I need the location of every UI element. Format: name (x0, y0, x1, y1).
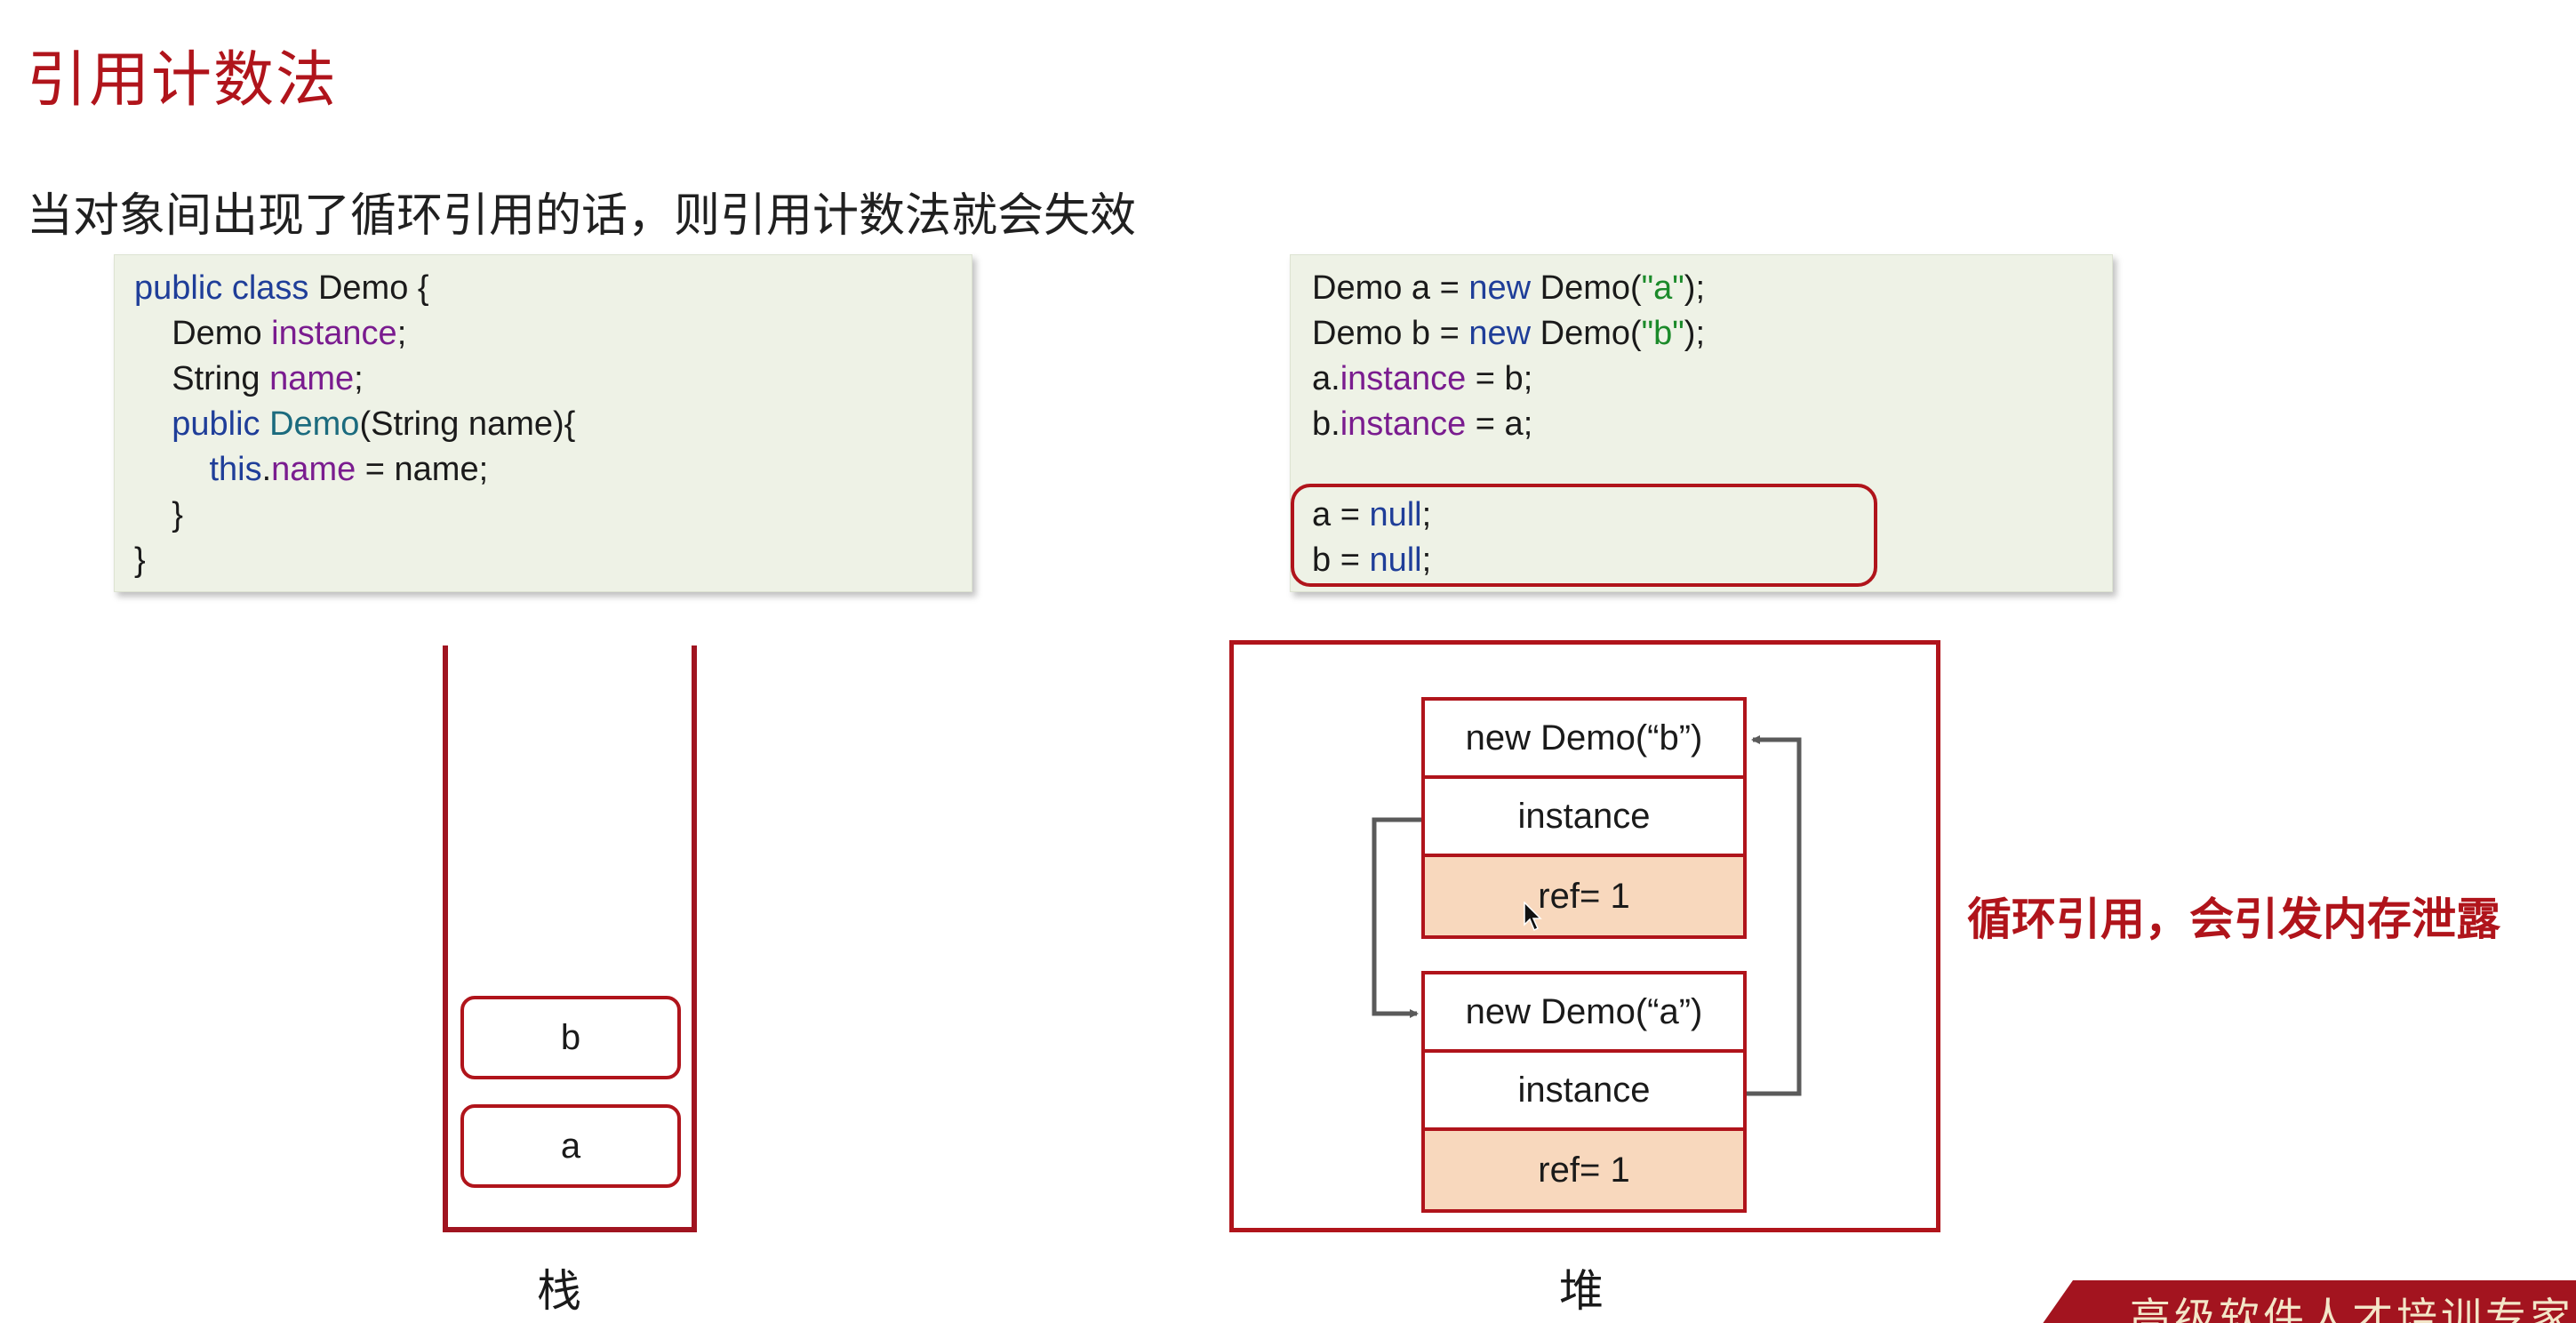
code-text: = name; (356, 451, 489, 488)
usage-code-box: Demo a = new Demo("a"); Demo b = new Dem… (1290, 254, 2113, 592)
slide-title: 引用计数法 (27, 45, 339, 116)
code-field: instance (1340, 405, 1467, 443)
code-line: } (134, 493, 972, 538)
code-text: Demo a = (1312, 269, 1469, 307)
null-assignment-highlight (1291, 484, 1877, 587)
code-text: Demo( (1531, 315, 1642, 352)
code-field: name (271, 451, 356, 488)
code-field: instance (271, 315, 397, 352)
heap-frame (1229, 640, 1940, 1232)
code-text (134, 360, 172, 397)
code-text: . (261, 451, 272, 488)
code-text: (String name){ (359, 405, 576, 443)
code-text: b. (1312, 405, 1340, 443)
code-line: public Demo(String name){ (134, 402, 972, 447)
code-text: ; (1421, 541, 1432, 579)
code-text: = b; (1466, 360, 1533, 397)
code-text: Demo( (1531, 269, 1642, 307)
code-keyword: null (1369, 496, 1422, 533)
code-text: a. (1312, 360, 1340, 397)
code-line: } (134, 538, 972, 583)
object-header: new Demo(“b”) (1425, 701, 1743, 779)
code-text: b = (1312, 541, 1370, 579)
code-text (134, 405, 172, 443)
code-keyword: public (172, 405, 270, 443)
code-line: a = null; (1312, 493, 2112, 538)
code-text: } (134, 541, 146, 579)
code-line: public class Demo { (134, 266, 972, 311)
stack-bottom-wall (443, 1227, 697, 1232)
object-header: new Demo(“a”) (1425, 974, 1743, 1053)
stack-variable-a: a (460, 1104, 681, 1188)
stack-variable-b: b (460, 996, 681, 1079)
slide-subtitle: 当对象间出现了循环引用的话，则引用计数法就会失效 (27, 189, 1137, 243)
code-line: Demo instance; (134, 311, 972, 357)
code-text: ); (1684, 315, 1706, 352)
code-text: Demo (172, 315, 272, 352)
code-text: ; (354, 360, 364, 397)
heap-object-a: new Demo(“a”) instance ref= 1 (1421, 971, 1747, 1213)
code-text: a = (1312, 496, 1370, 533)
code-line: a.instance = b; (1312, 357, 2112, 402)
code-string: "b" (1641, 315, 1684, 352)
object-ref-count: ref= 1 (1425, 857, 1743, 935)
code-field: name (269, 360, 355, 397)
code-field: instance (1340, 360, 1467, 397)
stack-label: 栈 (537, 1265, 581, 1317)
code-line: this.name = name; (134, 447, 972, 493)
stack-right-wall (692, 645, 697, 1232)
code-text (134, 315, 172, 352)
code-line: String name; (134, 357, 972, 402)
code-text: = a; (1466, 405, 1533, 443)
brand-text: 高级软件人才培训专家 (2130, 1294, 2574, 1323)
code-keyword: new (1468, 269, 1532, 307)
code-string: "a" (1641, 269, 1684, 307)
code-keyword: new (1468, 315, 1532, 352)
code-text: Demo { (317, 269, 429, 307)
stack-left-wall (443, 645, 448, 1232)
code-text: ; (396, 315, 407, 352)
object-instance-field: instance (1425, 779, 1743, 857)
demo-class-code-box: public class Demo { Demo instance; Strin… (114, 254, 972, 592)
circular-reference-note: 循环引用，会引发内存泄露 (1967, 894, 2500, 945)
code-text: ; (1421, 496, 1432, 533)
code-text: Demo b = (1312, 315, 1469, 352)
heap-label: 堆 (1559, 1265, 1604, 1317)
code-constructor: Demo (269, 405, 360, 443)
code-line: b = null; (1312, 538, 2112, 583)
code-line: b.instance = a; (1312, 402, 2112, 447)
code-text (134, 496, 172, 533)
object-instance-field: instance (1425, 1053, 1743, 1131)
code-line: Demo a = new Demo("a"); (1312, 266, 2112, 311)
code-keyword: public class (134, 269, 318, 307)
mouse-cursor-icon (1524, 902, 1542, 932)
code-text: ); (1684, 269, 1706, 307)
code-keyword: null (1369, 541, 1422, 579)
code-text: } (172, 496, 183, 533)
code-text: String (172, 360, 270, 397)
code-keyword: this (209, 451, 262, 488)
heap-object-b: new Demo(“b”) instance ref= 1 (1421, 697, 1747, 939)
code-text (134, 451, 209, 488)
object-ref-count: ref= 1 (1425, 1131, 1743, 1209)
code-line: Demo b = new Demo("b"); (1312, 311, 2112, 357)
